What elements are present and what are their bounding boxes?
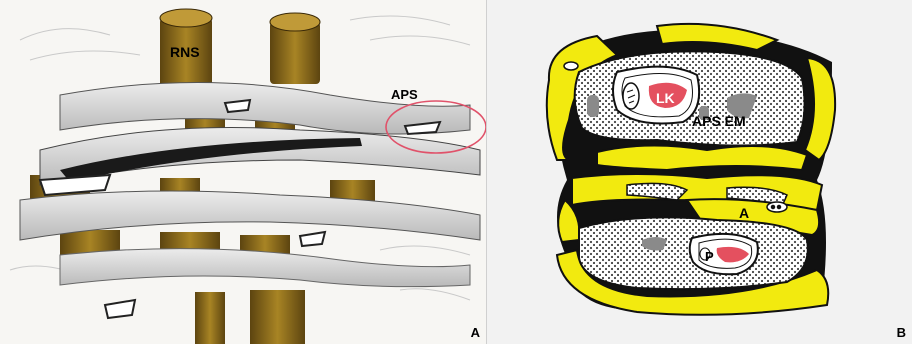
fat-lobe (597, 145, 807, 170)
label-lk: LK (656, 90, 675, 106)
panel-a-sketch: RNS APS A (0, 0, 486, 344)
panel-a-letter: A (471, 325, 480, 340)
label-aps-em: APS EM (692, 113, 746, 129)
nerve-fascicle (623, 83, 639, 109)
vessel-opening (300, 232, 325, 246)
vessel-opening (105, 300, 135, 318)
panel-b-letter: B (897, 325, 906, 340)
panel-b-schematic: LK P APS EM A B (487, 0, 912, 344)
nerve-root-cap (160, 9, 212, 27)
nerve-root (250, 290, 305, 344)
label-aps: APS (391, 87, 418, 102)
schematic-svg: LK P APS EM A (487, 0, 912, 344)
label-rns: RNS (170, 44, 200, 60)
p-vessel: P (690, 234, 758, 274)
nerve-root (195, 292, 225, 344)
vessel-opening (225, 100, 250, 112)
lk-vessel: LK (613, 67, 699, 124)
label-p: P (705, 249, 714, 264)
label-a: A (739, 205, 749, 221)
sketch-svg: RNS APS (0, 0, 486, 344)
nerve-root-cap (270, 13, 320, 31)
